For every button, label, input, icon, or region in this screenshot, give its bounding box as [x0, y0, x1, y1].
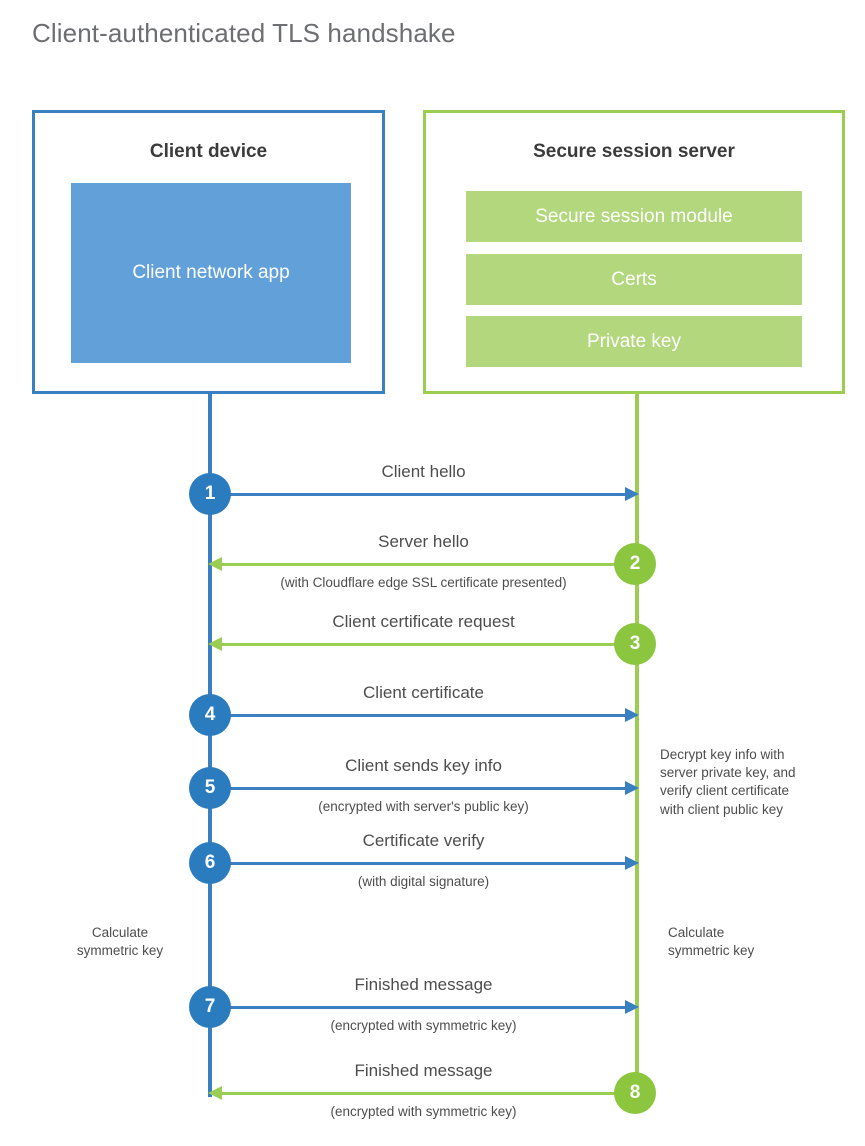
secure-session-server-box: Secure session server Secure session mod… [423, 110, 845, 394]
server-lifeline [635, 394, 639, 1093]
step-circle-8[interactable]: 8 [614, 1072, 656, 1114]
step-circle-5[interactable]: 5 [189, 767, 231, 809]
message-label-8: Finished message [354, 1061, 493, 1080]
arrowhead-right-icon [625, 856, 639, 870]
step-circle-2[interactable]: 2 [614, 543, 656, 585]
arrowhead-right-icon [625, 708, 639, 722]
client-device-box: Client device Client network app [32, 110, 385, 394]
message-sublabel-2: (with Cloudflare edge SSL certificate pr… [280, 575, 567, 590]
arrowhead-left-icon [208, 637, 222, 651]
message-label-2: Server hello [378, 532, 469, 551]
message-line-2 [220, 563, 637, 566]
message-line-4 [210, 714, 627, 717]
step-circle-7[interactable]: 7 [189, 986, 231, 1028]
message-sublabel-6: (with digital signature) [357, 874, 490, 889]
message-sublabel-7: (encrypted with symmetric key) [330, 1018, 517, 1033]
message-line-3 [220, 643, 637, 646]
arrowhead-right-icon [625, 781, 639, 795]
note-decrypt-key-info: Decrypt key info with server private key… [660, 747, 796, 817]
message-sublabel-5: (encrypted with server's public key) [318, 799, 529, 814]
step-circle-1[interactable]: 1 [189, 473, 231, 515]
message-line-8 [220, 1092, 637, 1095]
server-block-private-key: Private key [466, 316, 802, 367]
step-circle-6[interactable]: 6 [189, 842, 231, 884]
arrowhead-right-icon [625, 487, 639, 501]
note-calculate-symmetric-key-client: Calculate symmetric key [76, 925, 164, 959]
message-label-7: Finished message [354, 975, 493, 994]
arrowhead-left-icon [208, 1086, 222, 1100]
message-line-5 [210, 787, 627, 790]
step-circle-3[interactable]: 3 [614, 623, 656, 665]
message-line-6 [210, 862, 627, 865]
step-circle-4[interactable]: 4 [189, 694, 231, 736]
server-block-secure-session-module: Secure session module [466, 191, 802, 242]
arrowhead-right-icon [625, 1000, 639, 1014]
arrowhead-left-icon [208, 557, 222, 571]
message-line-7 [210, 1006, 627, 1009]
message-label-3: Client certificate request [332, 612, 515, 631]
message-label-5: Client sends key info [345, 756, 502, 775]
secure-session-server-title: Secure session server [533, 141, 735, 162]
note-calculate-symmetric-key-server: Calculate symmetric key [668, 925, 755, 959]
client-lifeline [208, 394, 212, 1097]
client-device-title: Client device [149, 141, 268, 162]
page-title: Client-authenticated TLS handshake [32, 18, 456, 48]
message-sublabel-8: (encrypted with symmetric key) [330, 1104, 517, 1119]
client-network-app-block: Client network app [71, 183, 351, 363]
message-label-1: Client hello [381, 462, 466, 481]
message-label-6: Certificate verify [362, 831, 485, 850]
server-block-certs: Certs [466, 254, 802, 305]
message-label-4: Client certificate [363, 683, 484, 702]
message-line-1 [210, 493, 627, 496]
